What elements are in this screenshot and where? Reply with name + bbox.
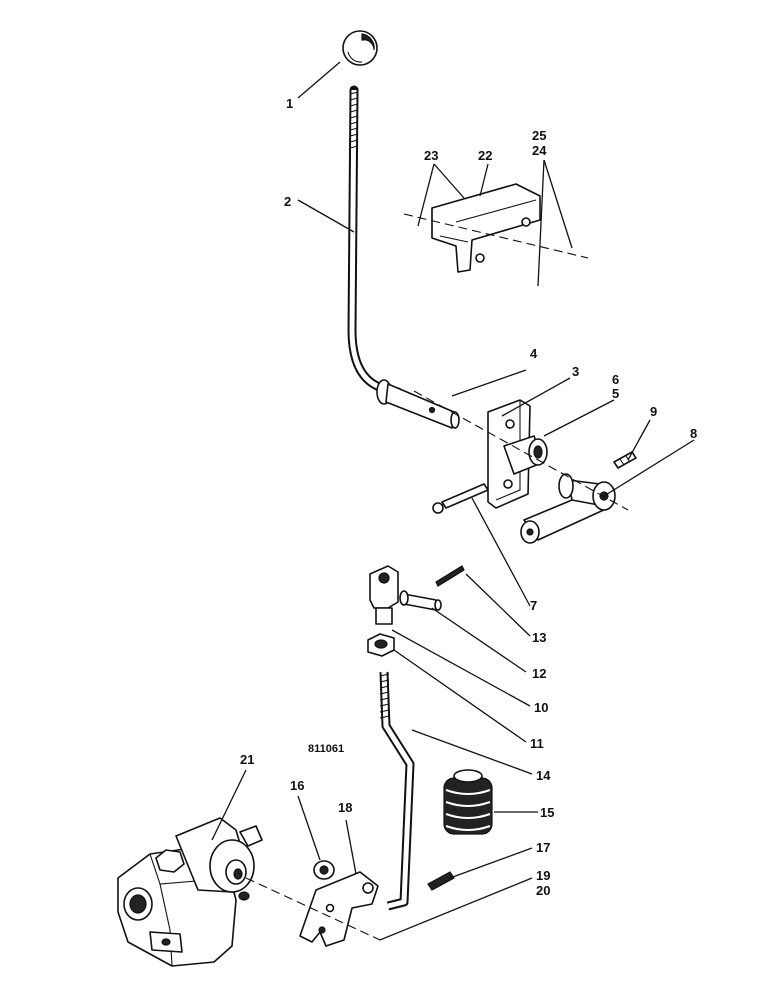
callout-17: 17 (536, 840, 550, 855)
selector-lever-plate (299, 871, 379, 947)
rubber-boot (443, 769, 493, 835)
callout-labels: 1 2 23 22 25 24 4 3 6 5 9 8 7 13 12 10 1… (240, 96, 697, 898)
gear-lever-rod (347, 85, 460, 429)
callout-3: 3 (572, 364, 579, 379)
selector-arm (520, 473, 616, 544)
callout-19: 19 (536, 868, 550, 883)
callout-6: 6 (612, 372, 619, 387)
callout-11: 11 (530, 736, 544, 751)
callout-20: 20 (536, 883, 550, 898)
clevis-pin-7 (432, 483, 489, 514)
bracket-plate (431, 183, 541, 273)
callout-23: 23 (424, 148, 438, 163)
roll-pin-9 (613, 451, 637, 469)
callout-10: 10 (534, 700, 548, 715)
leader-lines (211, 61, 695, 941)
roll-pin-17 (427, 871, 455, 891)
callout-1: 1 (286, 96, 293, 111)
assembly-axis-lines (245, 213, 629, 941)
lower-link-rod (379, 671, 415, 911)
callout-4: 4 (530, 346, 538, 361)
callout-21: 21 (240, 752, 254, 767)
callout-12: 12 (532, 666, 546, 681)
mounting-plate (487, 399, 548, 509)
valve-body (117, 817, 263, 967)
callout-7: 7 (530, 598, 537, 613)
callout-18: 18 (338, 800, 352, 815)
drawing-number: 811061 (308, 743, 344, 755)
callout-2: 2 (284, 194, 291, 209)
callout-16: 16 (290, 778, 304, 793)
callout-13: 13 (532, 630, 546, 645)
callout-14: 14 (536, 768, 551, 783)
washer (313, 860, 335, 880)
callout-24: 24 (532, 143, 547, 158)
callout-8: 8 (690, 426, 697, 441)
callout-25: 25 (532, 128, 546, 143)
callout-9: 9 (650, 404, 657, 419)
callout-22: 22 (478, 148, 492, 163)
callout-5: 5 (612, 386, 619, 401)
lever-knob (342, 30, 378, 66)
callout-15: 15 (540, 805, 554, 820)
